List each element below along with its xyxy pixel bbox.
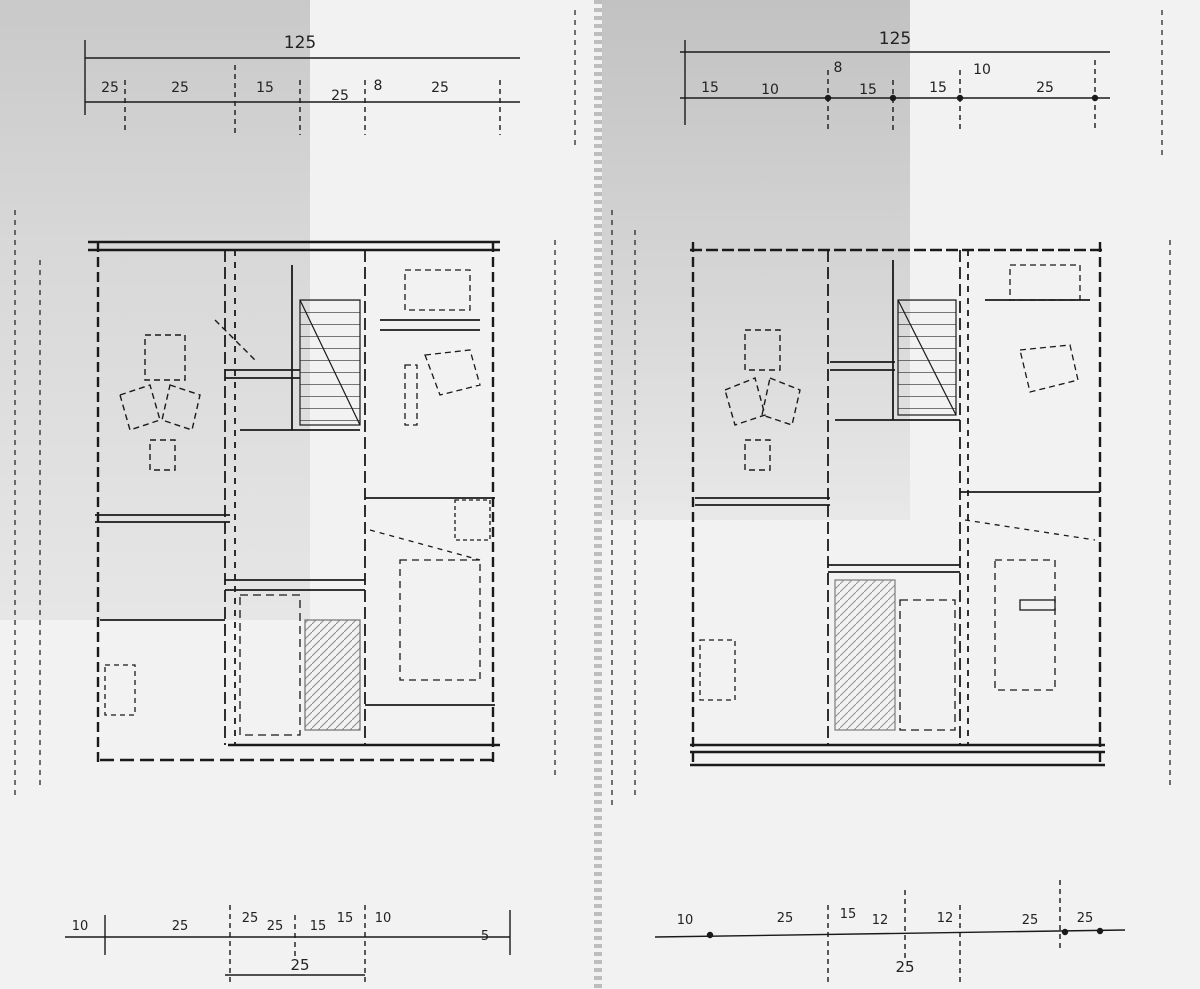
right-bottom-seg-2: 25 — [777, 911, 794, 926]
right-floor-plan — [611, 10, 1171, 985]
left-bottom-seg-6: 15 — [337, 911, 354, 926]
right-bottom-seg-5: 12 — [937, 911, 954, 926]
left-bottom-seg-4: 25 — [267, 919, 284, 934]
paper-shadow-mid — [600, 0, 910, 520]
right-top-seg-7: 25 — [1036, 80, 1054, 96]
left-top-seg-2: 25 — [171, 80, 189, 96]
left-bottom-dimension-chain — [65, 905, 511, 985]
right-top-seg-6: 10 — [973, 62, 991, 78]
right-top-seg-4: 15 — [859, 82, 877, 98]
right-bottom-seg-1: 10 — [677, 913, 694, 928]
right-bottom-seg-4: 12 — [872, 913, 889, 928]
left-bottom-seg-2: 25 — [172, 919, 189, 934]
right-top-seg-1: 15 — [701, 80, 719, 96]
paper-shadow-left — [0, 0, 310, 620]
left-dining-set — [119, 319, 256, 471]
left-bottom-seg-5: 15 — [310, 919, 327, 934]
left-bottom-total-label: 25 — [290, 956, 309, 974]
right-outer-walls — [690, 242, 1105, 767]
left-lower-rooms — [104, 499, 491, 736]
right-dining-set — [724, 329, 801, 471]
right-side-dimensions — [611, 10, 1171, 810]
left-top-seg-1: 25 — [101, 80, 119, 96]
right-interior-walls — [695, 250, 1100, 745]
left-top-seg-4: 25 — [331, 88, 349, 104]
left-bottom-seg-3: 25 — [242, 911, 259, 926]
left-bottom-seg-1: 10 — [72, 919, 89, 934]
left-top-total-label: 125 — [284, 33, 316, 53]
left-floor-plan — [14, 10, 576, 985]
right-top-total-label: 125 — [879, 29, 911, 49]
right-bottom-seg-7: 25 — [1077, 911, 1094, 926]
left-top-seg-5: 8 — [374, 78, 383, 94]
left-bottom-seg-8: 5 — [481, 929, 489, 944]
right-top-seg-5: 15 — [929, 80, 947, 96]
right-top-seg-3: 8 — [834, 60, 843, 76]
left-interior-walls — [95, 250, 495, 745]
left-side-dimensions — [14, 10, 576, 800]
left-top-dimension-chain — [84, 40, 520, 135]
right-bottom-total-label: 25 — [895, 958, 914, 976]
left-bottom-seg-7: 10 — [375, 911, 392, 926]
right-lower-rooms — [699, 519, 1096, 731]
left-top-seg-6: 25 — [431, 80, 449, 96]
right-top-seg-2: 10 — [761, 82, 779, 98]
right-stair — [897, 299, 957, 416]
right-bottom-seg-6: 25 — [1022, 913, 1039, 928]
right-bedroom-furniture — [1009, 264, 1081, 393]
sheet-fold — [594, 0, 602, 989]
left-top-seg-3: 15 — [256, 80, 274, 96]
right-bottom-dimension-chain — [654, 880, 1126, 985]
left-bedroom-furniture — [404, 269, 481, 426]
right-top-dimension-chain — [680, 40, 1110, 130]
left-outer-walls — [88, 240, 500, 765]
left-stair — [299, 299, 361, 426]
right-bottom-seg-3: 15 — [840, 907, 857, 922]
